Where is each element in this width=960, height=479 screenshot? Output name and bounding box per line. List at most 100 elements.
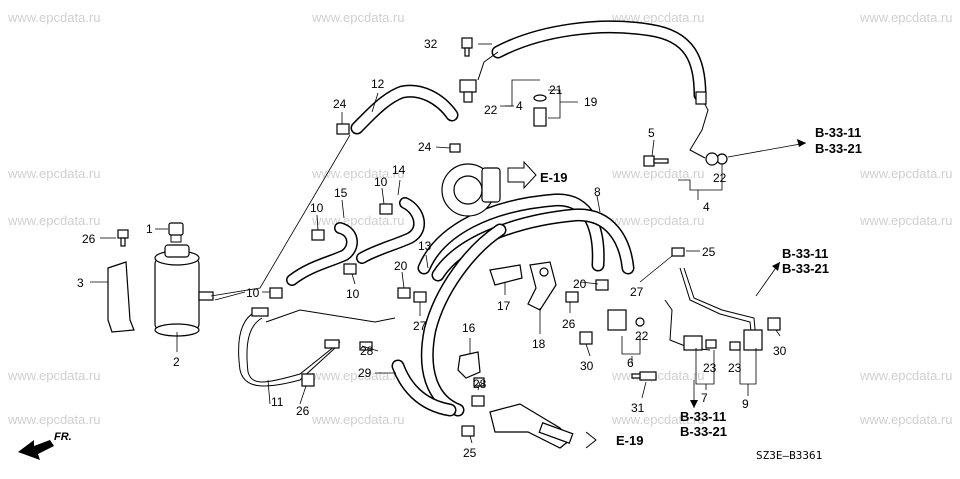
watermark: www.epcdata.ru	[7, 213, 101, 228]
ref-b-33-11: B-33-11	[782, 246, 828, 261]
callout-18: 18	[532, 337, 546, 351]
watermark: www.epcdata.ru	[859, 412, 953, 427]
power-steering-pump	[441, 163, 501, 217]
fitting-6	[607, 309, 645, 331]
steering-gear-box	[489, 403, 574, 449]
leader-lines	[90, 43, 781, 444]
ref-b-33-21: B-33-21	[680, 424, 727, 439]
bolt	[117, 229, 129, 247]
reservoir-tank	[154, 244, 214, 337]
watermark: www.epcdata.ru	[311, 166, 405, 181]
pipe-set-11	[238, 307, 396, 387]
bracket-18	[527, 261, 557, 311]
watermark: www.epcdata.ru	[859, 368, 953, 383]
hose-eye	[705, 152, 719, 166]
callout-11: 11	[271, 395, 284, 409]
bolt-5	[643, 155, 669, 167]
hose-8	[417, 193, 635, 282]
callout-2: 2	[173, 355, 180, 369]
callout-22: 22	[484, 103, 498, 117]
callout-6: 6	[627, 356, 634, 370]
front-direction-label: FR.	[54, 431, 72, 443]
watermark: www.epcdata.ru	[311, 213, 405, 228]
callout-22: 22	[635, 329, 649, 343]
callout-8: 8	[594, 185, 601, 199]
callout-24: 24	[333, 97, 347, 111]
watermark: www.epcdata.ru	[7, 368, 101, 383]
bolt-30	[579, 317, 781, 345]
callout-26: 26	[296, 404, 310, 418]
callout-10: 10	[310, 201, 324, 215]
callout-10: 10	[246, 286, 260, 300]
callout-23: 23	[703, 361, 717, 375]
fitting-32	[461, 37, 473, 57]
callout-24: 24	[418, 140, 432, 154]
callout-29: 29	[358, 366, 372, 380]
ref-b-33-11: B-33-11	[680, 409, 726, 424]
pressure-hose-top	[477, 20, 709, 159]
watermark: www.epcdata.ru	[7, 412, 101, 427]
callout-10: 10	[374, 175, 388, 189]
callout-28: 28	[360, 344, 374, 358]
callout-14: 14	[392, 163, 406, 177]
callout-30: 30	[580, 359, 594, 373]
callout-23: 23	[728, 361, 742, 375]
callout-31: 31	[631, 401, 645, 415]
callout-27: 27	[630, 285, 644, 299]
callout-26: 26	[82, 232, 96, 246]
reference-codes: B-33-11 B-33-21 B-33-11 B-33-21 B-33-11 …	[540, 125, 862, 462]
watermark: www.epcdata.ru	[311, 412, 405, 427]
hose-14	[356, 197, 425, 264]
clamp-16	[457, 351, 481, 379]
ref-b-33-21: B-33-21	[815, 141, 862, 156]
reservoir-cap	[168, 222, 184, 243]
hose-29	[391, 359, 457, 417]
bolt-31	[631, 371, 657, 381]
return-pipe-right	[664, 267, 763, 351]
callout-22: 22	[713, 171, 727, 185]
callout-21: 21	[549, 83, 563, 97]
watermark: www.epcdata.ru	[611, 213, 705, 228]
watermark-layer: www.epcdata.ru www.epcdata.ru www.epcdat…	[7, 10, 953, 427]
ref-b-33-11: B-33-11	[815, 125, 861, 140]
callout-17: 17	[497, 299, 511, 313]
hose-15	[286, 222, 358, 286]
callout-25: 25	[463, 446, 477, 460]
watermark: www.epcdata.ru	[7, 166, 101, 181]
hose-clamps	[269, 123, 741, 437]
callout-12: 12	[371, 77, 385, 91]
watermark: www.epcdata.ru	[859, 10, 953, 25]
hose-13	[420, 223, 507, 417]
callout-numbers: 1 2 3 4 4 5 6 7 8 9 10 10 10 10 11 12 13…	[77, 37, 787, 460]
ref-b-33-21: B-33-21	[782, 261, 829, 276]
watermark: www.epcdata.ru	[311, 368, 405, 383]
callout-4: 4	[516, 99, 523, 113]
callout-19: 19	[584, 95, 598, 109]
watermark: www.epcdata.ru	[611, 368, 705, 383]
valve-19	[533, 94, 547, 127]
callout-3: 3	[77, 276, 84, 290]
callout-16: 16	[462, 321, 476, 335]
callout-4: 4	[703, 200, 710, 214]
callout-9: 9	[742, 397, 749, 411]
return-hose-12	[350, 84, 459, 135]
hose-collar	[695, 91, 707, 105]
watermark: www.epcdata.ru	[611, 412, 705, 427]
watermark: www.epcdata.ru	[311, 10, 405, 25]
callout-20: 20	[573, 277, 587, 291]
reference-arrows	[507, 139, 807, 449]
watermark: www.epcdata.ru	[611, 10, 705, 25]
callout-27: 27	[413, 319, 427, 333]
diagram-code: SZ3E—B3361	[756, 449, 822, 462]
watermark: www.epcdata.ru	[611, 166, 705, 181]
watermark: www.epcdata.ru	[7, 10, 101, 25]
callout-25: 25	[702, 245, 716, 259]
callout-30: 30	[773, 344, 787, 358]
callout-13: 13	[418, 239, 432, 253]
watermark: www.epcdata.ru	[859, 166, 953, 181]
watermark: www.epcdata.ru	[859, 213, 953, 228]
front-direction-arrow: FR.	[18, 431, 72, 460]
callout-26: 26	[562, 317, 576, 331]
callout-32: 32	[424, 37, 438, 51]
